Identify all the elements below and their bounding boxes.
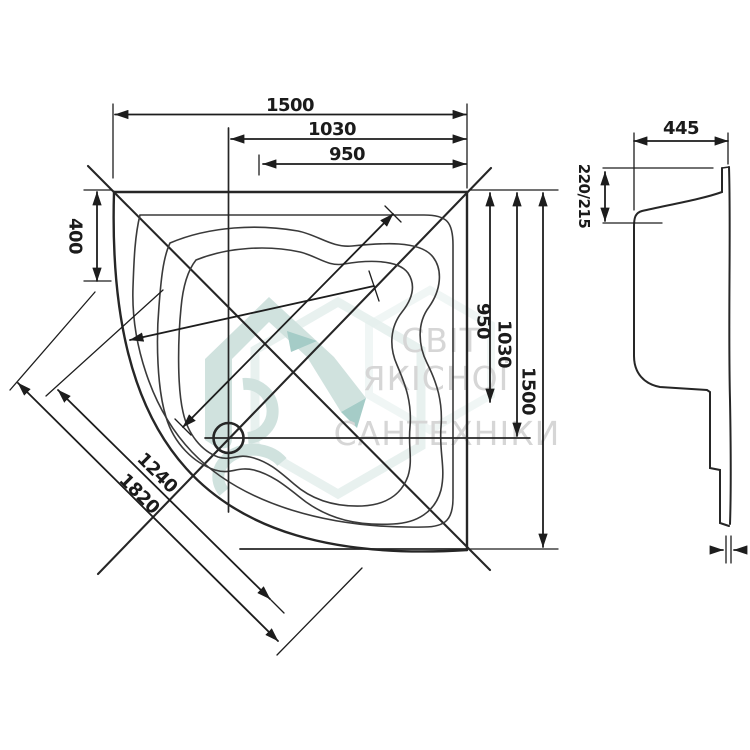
plan-view: 1500 1030 950 400 950 1030 1500 1240 182…	[9, 95, 559, 656]
interior-diagonal-arrow	[182, 213, 394, 428]
side-extension-lines	[602, 132, 732, 564]
side-view: 445 220/215	[575, 118, 748, 564]
profile-lip-top	[721, 166, 730, 169]
interior-leader-arrow	[129, 285, 375, 342]
dim-label-1500-top: 1500	[266, 95, 314, 116]
watermark-line-1: СВІТ	[401, 321, 481, 360]
dim-label-1030-right: 1030	[494, 320, 515, 368]
profile-outer-wall	[728, 166, 732, 525]
side-dimensions: 445 220/215	[575, 118, 748, 564]
profile-inner-wall	[633, 167, 730, 527]
dim-line-1820-diagonal	[17, 382, 279, 642]
dim-label-220-215: 220/215	[575, 164, 593, 229]
dim-label-950-top: 950	[329, 144, 365, 165]
dim-label-950-right: 950	[473, 303, 494, 339]
dim-label-445: 445	[663, 118, 699, 139]
plan-dimensions: 1500 1030 950 400 950 1030 1500 1240 182…	[9, 95, 559, 656]
dim-label-400-left: 400	[65, 218, 86, 254]
side-profile	[633, 166, 732, 527]
dim-label-1500-right: 1500	[518, 367, 539, 415]
watermark-line-2: ЯКІСНОЇ	[363, 359, 510, 398]
dim-label-1030-top: 1030	[308, 119, 356, 140]
